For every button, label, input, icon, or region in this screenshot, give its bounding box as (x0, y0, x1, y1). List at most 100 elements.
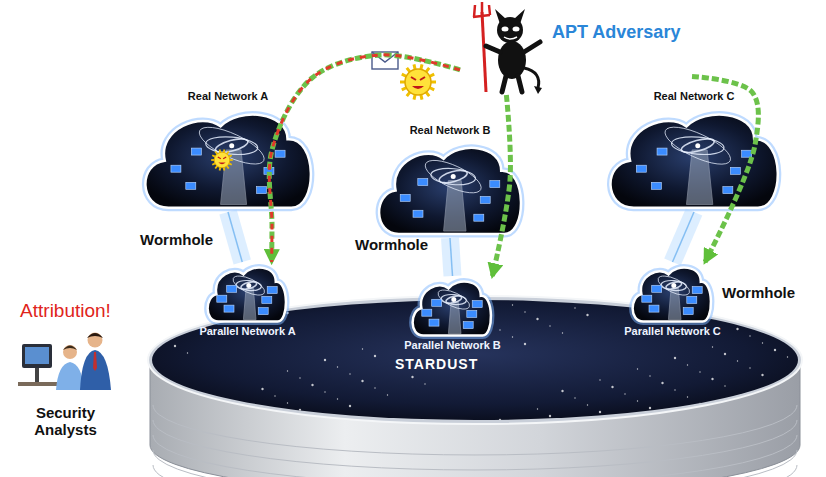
rim-groove (153, 420, 797, 470)
cloud-illustration (370, 139, 530, 238)
star (562, 300, 563, 301)
star (761, 374, 763, 376)
wormhole-label: Wormhole (722, 284, 795, 301)
analyst-hair (87, 333, 103, 338)
star (724, 385, 725, 386)
cloud-shape (145, 115, 310, 208)
star (712, 346, 713, 347)
computer-screen (171, 165, 181, 172)
cloud-shape (379, 148, 521, 234)
platform-label: STARDUST (395, 356, 478, 372)
star (174, 345, 176, 347)
galaxy-core (451, 174, 456, 179)
galaxy-core (695, 143, 700, 148)
star (337, 366, 338, 367)
galaxy-swirl (660, 120, 735, 172)
computer-screen (217, 295, 227, 302)
computer-screen (649, 305, 659, 312)
cloud-shape (633, 268, 711, 322)
attack-arrow (269, 55, 460, 262)
star (674, 357, 676, 359)
server-tower (668, 288, 681, 320)
galaxy-swirl (236, 280, 262, 292)
devil-illustration (460, 2, 550, 95)
rim-groove (153, 435, 797, 477)
star (374, 355, 376, 357)
server-tower (686, 150, 712, 205)
galaxy-swirl (195, 120, 269, 171)
star (537, 408, 538, 409)
star (249, 413, 251, 415)
computer-screen (267, 287, 277, 294)
star (224, 399, 225, 400)
bug-eyes (411, 77, 425, 80)
adversary-figure: APT Adversary (460, 2, 692, 95)
star (786, 324, 788, 326)
star (599, 411, 601, 413)
tube-core (673, 212, 695, 262)
star (762, 342, 763, 343)
star (624, 393, 625, 394)
malware-bug (400, 64, 436, 99)
wormhole-tube (450, 238, 453, 276)
computer-screen (463, 322, 473, 329)
analysts-illustration (18, 326, 113, 392)
star (187, 410, 188, 411)
star (499, 419, 501, 421)
star (524, 311, 525, 312)
star (199, 417, 201, 419)
computer-screen (262, 296, 272, 303)
star (512, 304, 513, 305)
devil-limbs (486, 42, 540, 92)
star (549, 415, 551, 417)
star (324, 359, 326, 361)
star (174, 313, 175, 314)
star (661, 382, 663, 384)
adversary-label: APT Adversary (552, 22, 680, 43)
computer-screen (730, 167, 740, 174)
computer-screen (636, 165, 646, 172)
star (749, 367, 750, 368)
tube-core (228, 212, 242, 262)
computer-screen (224, 305, 234, 312)
bug-body (214, 152, 230, 168)
bug-mouth (218, 162, 225, 164)
galaxy-swirl (441, 294, 467, 306)
computer-screen (227, 285, 237, 292)
star (599, 379, 600, 380)
star (149, 331, 150, 332)
star (374, 387, 375, 388)
trident-fork (473, 2, 490, 17)
attribution-label: Attribution! (20, 300, 111, 322)
attack-arrow (692, 76, 758, 262)
arrow-path (269, 55, 460, 262)
computer-screen (723, 187, 733, 194)
star (287, 402, 288, 403)
devil-grin (504, 37, 517, 39)
star (711, 378, 713, 380)
galaxy-core (671, 283, 676, 288)
computer-screen (191, 148, 201, 155)
star (637, 368, 638, 369)
star (237, 406, 238, 407)
rim-groove (153, 450, 797, 477)
star (549, 325, 550, 326)
cloud-shape (208, 268, 286, 322)
stardust-platform: STARDUSTParallel Network AParallel Netwo… (145, 255, 805, 477)
star (274, 395, 275, 396)
devil-tail-tip (534, 86, 542, 94)
star (774, 349, 776, 351)
star (586, 314, 588, 316)
arrow-dash (269, 55, 460, 262)
star (387, 394, 388, 395)
computer-screen (418, 179, 428, 186)
star (687, 364, 688, 365)
parallel-network-cloud: Parallel Network C (620, 262, 725, 346)
computer-screen (467, 310, 477, 317)
star (349, 405, 351, 407)
monitor-screen (25, 347, 49, 364)
computer-screen (480, 196, 490, 203)
star (724, 353, 726, 355)
attack-arrow (492, 95, 510, 276)
cloud-illustration (407, 276, 497, 338)
